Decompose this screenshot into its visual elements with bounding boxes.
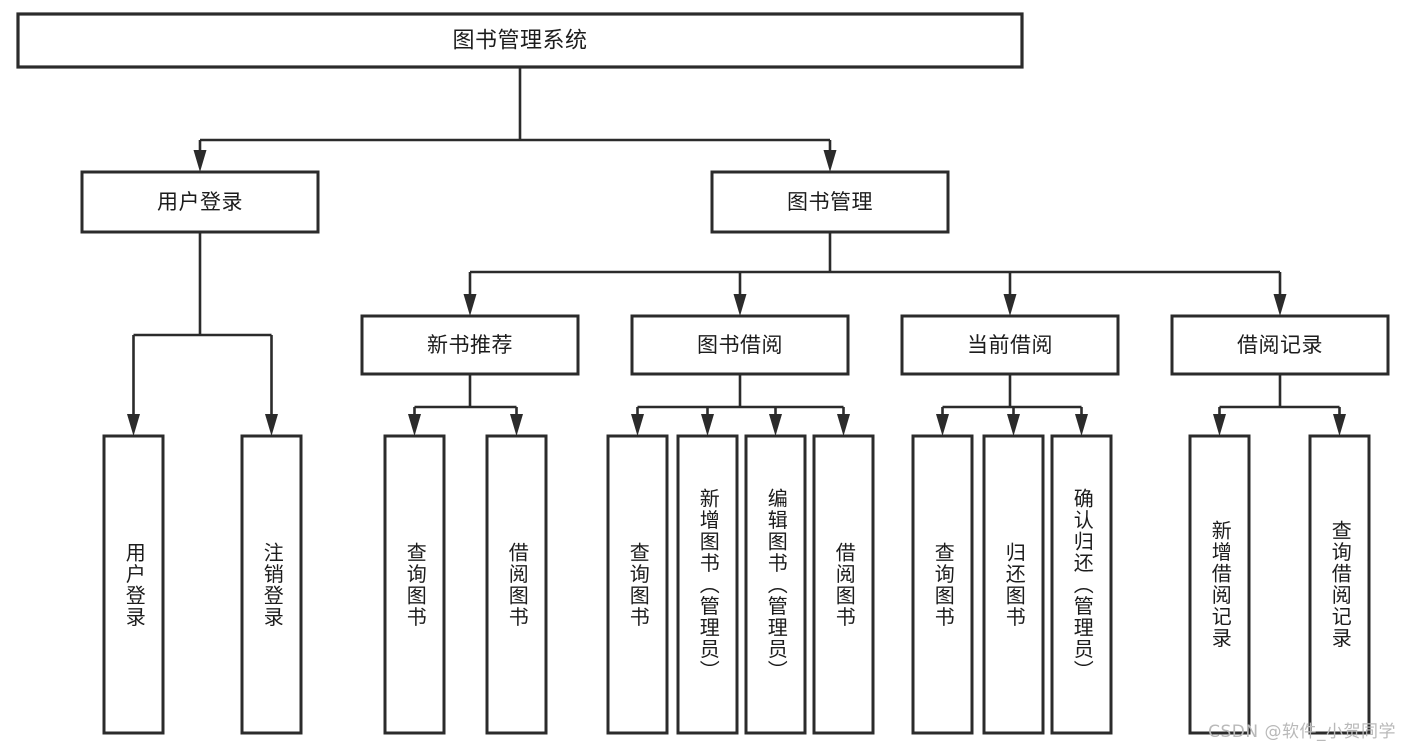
watermark-text: CSDN @软件_小贺同学 bbox=[1208, 722, 1396, 742]
node-box-leaf-query-book-cur[interactable] bbox=[911, 434, 974, 735]
node-box-new-book-recommend[interactable] bbox=[360, 314, 580, 376]
connector-group bbox=[463, 232, 1287, 316]
node-box-leaf-add-record[interactable] bbox=[1188, 434, 1251, 735]
connector-group bbox=[1213, 374, 1346, 436]
nodes-layer bbox=[16, 12, 1390, 735]
node-box-book-manage[interactable] bbox=[710, 170, 950, 234]
node-box-current-borrow[interactable] bbox=[900, 314, 1120, 376]
node-box-leaf-edit-book[interactable] bbox=[744, 434, 807, 735]
node-label-user-login: 用户登录 bbox=[157, 190, 243, 214]
node-box-book-borrow[interactable] bbox=[630, 314, 850, 376]
node-box-leaf-return-book[interactable] bbox=[982, 434, 1045, 735]
node-box-user-login[interactable] bbox=[80, 170, 320, 234]
node-label-book-manage: 图书管理 bbox=[787, 190, 873, 214]
node-box-leaf-confirm-return[interactable] bbox=[1050, 434, 1113, 735]
node-box-leaf-add-book[interactable] bbox=[676, 434, 739, 735]
node-box-leaf-query-book-rec[interactable] bbox=[383, 434, 446, 735]
node-box-leaf-logout[interactable] bbox=[240, 434, 303, 735]
connector-group bbox=[631, 374, 850, 436]
node-box-root[interactable] bbox=[16, 12, 1024, 69]
connector-group bbox=[936, 374, 1088, 436]
node-label-borrow-record: 借阅记录 bbox=[1237, 333, 1323, 357]
connectors-layer bbox=[127, 67, 1346, 436]
node-box-borrow-record[interactable] bbox=[1170, 314, 1390, 376]
node-box-leaf-query-book[interactable] bbox=[606, 434, 669, 735]
node-label-current-borrow: 当前借阅 bbox=[967, 333, 1053, 357]
connector-group bbox=[408, 374, 523, 436]
node-box-leaf-query-record[interactable] bbox=[1308, 434, 1371, 735]
node-label-book-borrow: 图书借阅 bbox=[697, 333, 783, 357]
node-box-leaf-user-login[interactable] bbox=[102, 434, 165, 735]
node-box-leaf-borrow-book-rec[interactable] bbox=[485, 434, 548, 735]
connector-group bbox=[193, 67, 837, 172]
node-label-root: 图书管理系统 bbox=[452, 29, 587, 54]
node-label-new-book-recommend: 新书推荐 bbox=[427, 333, 513, 357]
node-box-leaf-borrow-book[interactable] bbox=[812, 434, 875, 735]
connector-group bbox=[127, 232, 278, 436]
